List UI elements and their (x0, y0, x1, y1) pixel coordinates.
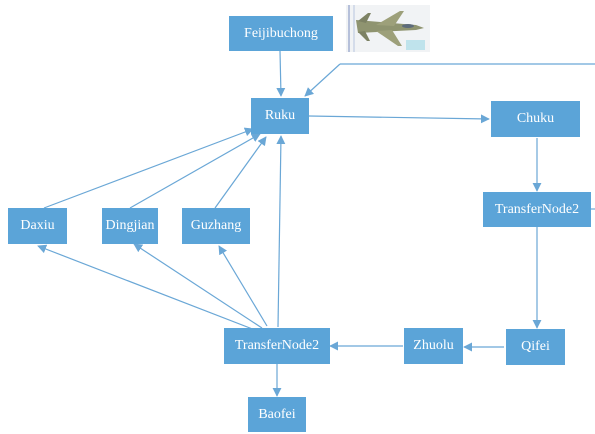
node-transfernode2-right[interactable]: TransferNode2 (483, 192, 591, 227)
node-transfernode2-left[interactable]: TransferNode2 (224, 328, 330, 364)
edge-transfernode2-ruku (276, 135, 286, 328)
node-zhuolu[interactable]: Zhuolu (404, 328, 463, 364)
node-dingjian[interactable]: Dingjian (102, 208, 158, 244)
edge-transfernode2-dingjian (133, 243, 263, 329)
fighter-jet-thumbnail (346, 5, 430, 52)
edge-guzhang-ruku (214, 136, 267, 209)
node-baofei[interactable]: Baofei (248, 397, 306, 432)
edge-ruku-chuku (308, 114, 490, 124)
fighter-jet-icon (346, 5, 430, 52)
node-feijibuchong[interactable]: Feijibuchong (229, 16, 333, 51)
edge-feijibuchong-ruku (276, 50, 286, 97)
node-chuku[interactable]: Chuku (491, 101, 580, 137)
edge-dingjian-ruku (129, 133, 261, 209)
node-qifei[interactable]: Qifei (506, 329, 565, 365)
edge-external-ruku-diag (304, 63, 341, 97)
edge-transfernode2-guzhang (218, 245, 268, 327)
node-ruku[interactable]: Ruku (251, 98, 309, 134)
edge-transfernode2-daxiu (37, 244, 256, 331)
node-guzhang[interactable]: Guzhang (182, 208, 250, 244)
node-daxiu[interactable]: Daxiu (8, 208, 67, 244)
edge-daxiu-ruku (43, 127, 254, 209)
